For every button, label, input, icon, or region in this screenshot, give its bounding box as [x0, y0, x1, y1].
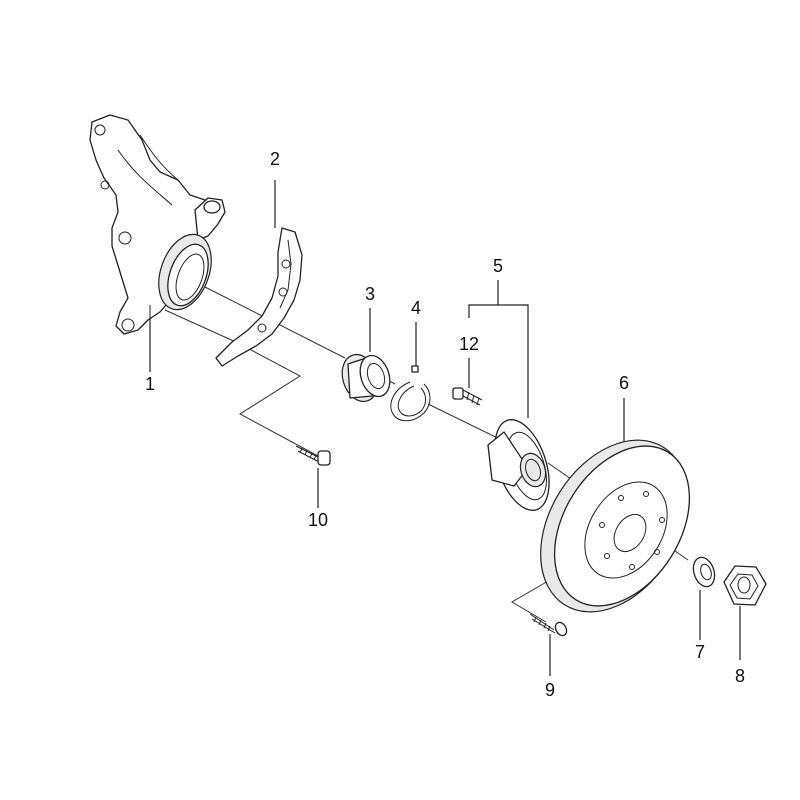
snap-ring: [390, 322, 431, 422]
callout-4: 4: [411, 298, 421, 318]
disc-bolt-holes: [599, 491, 665, 570]
dust-cover: [215, 180, 303, 367]
callout-2: 2: [270, 149, 280, 169]
callout-10: 10: [308, 510, 328, 530]
brake-disc: [540, 398, 691, 613]
callout-3: 3: [365, 284, 375, 304]
hub-nut: [723, 565, 767, 660]
callout-5: 5: [493, 256, 503, 276]
washer: [692, 556, 716, 640]
callout-1: 1: [145, 374, 155, 394]
callout-12: 12: [459, 334, 479, 354]
dust-cover-bolt: [295, 445, 331, 508]
callout-8: 8: [735, 666, 745, 686]
callout-6: 6: [619, 373, 629, 393]
callout-7: 7: [695, 642, 705, 662]
steering-knuckle: [89, 114, 226, 355]
callout-9: 9: [545, 680, 555, 700]
hub-bolt: [452, 358, 483, 406]
wheel-bearing: [341, 308, 391, 403]
disc-screw: [529, 613, 568, 676]
callout-labels: 1 2 3 4 5 6 7 8 9 10 12: [145, 149, 745, 700]
wheel-hub: [468, 280, 550, 511]
